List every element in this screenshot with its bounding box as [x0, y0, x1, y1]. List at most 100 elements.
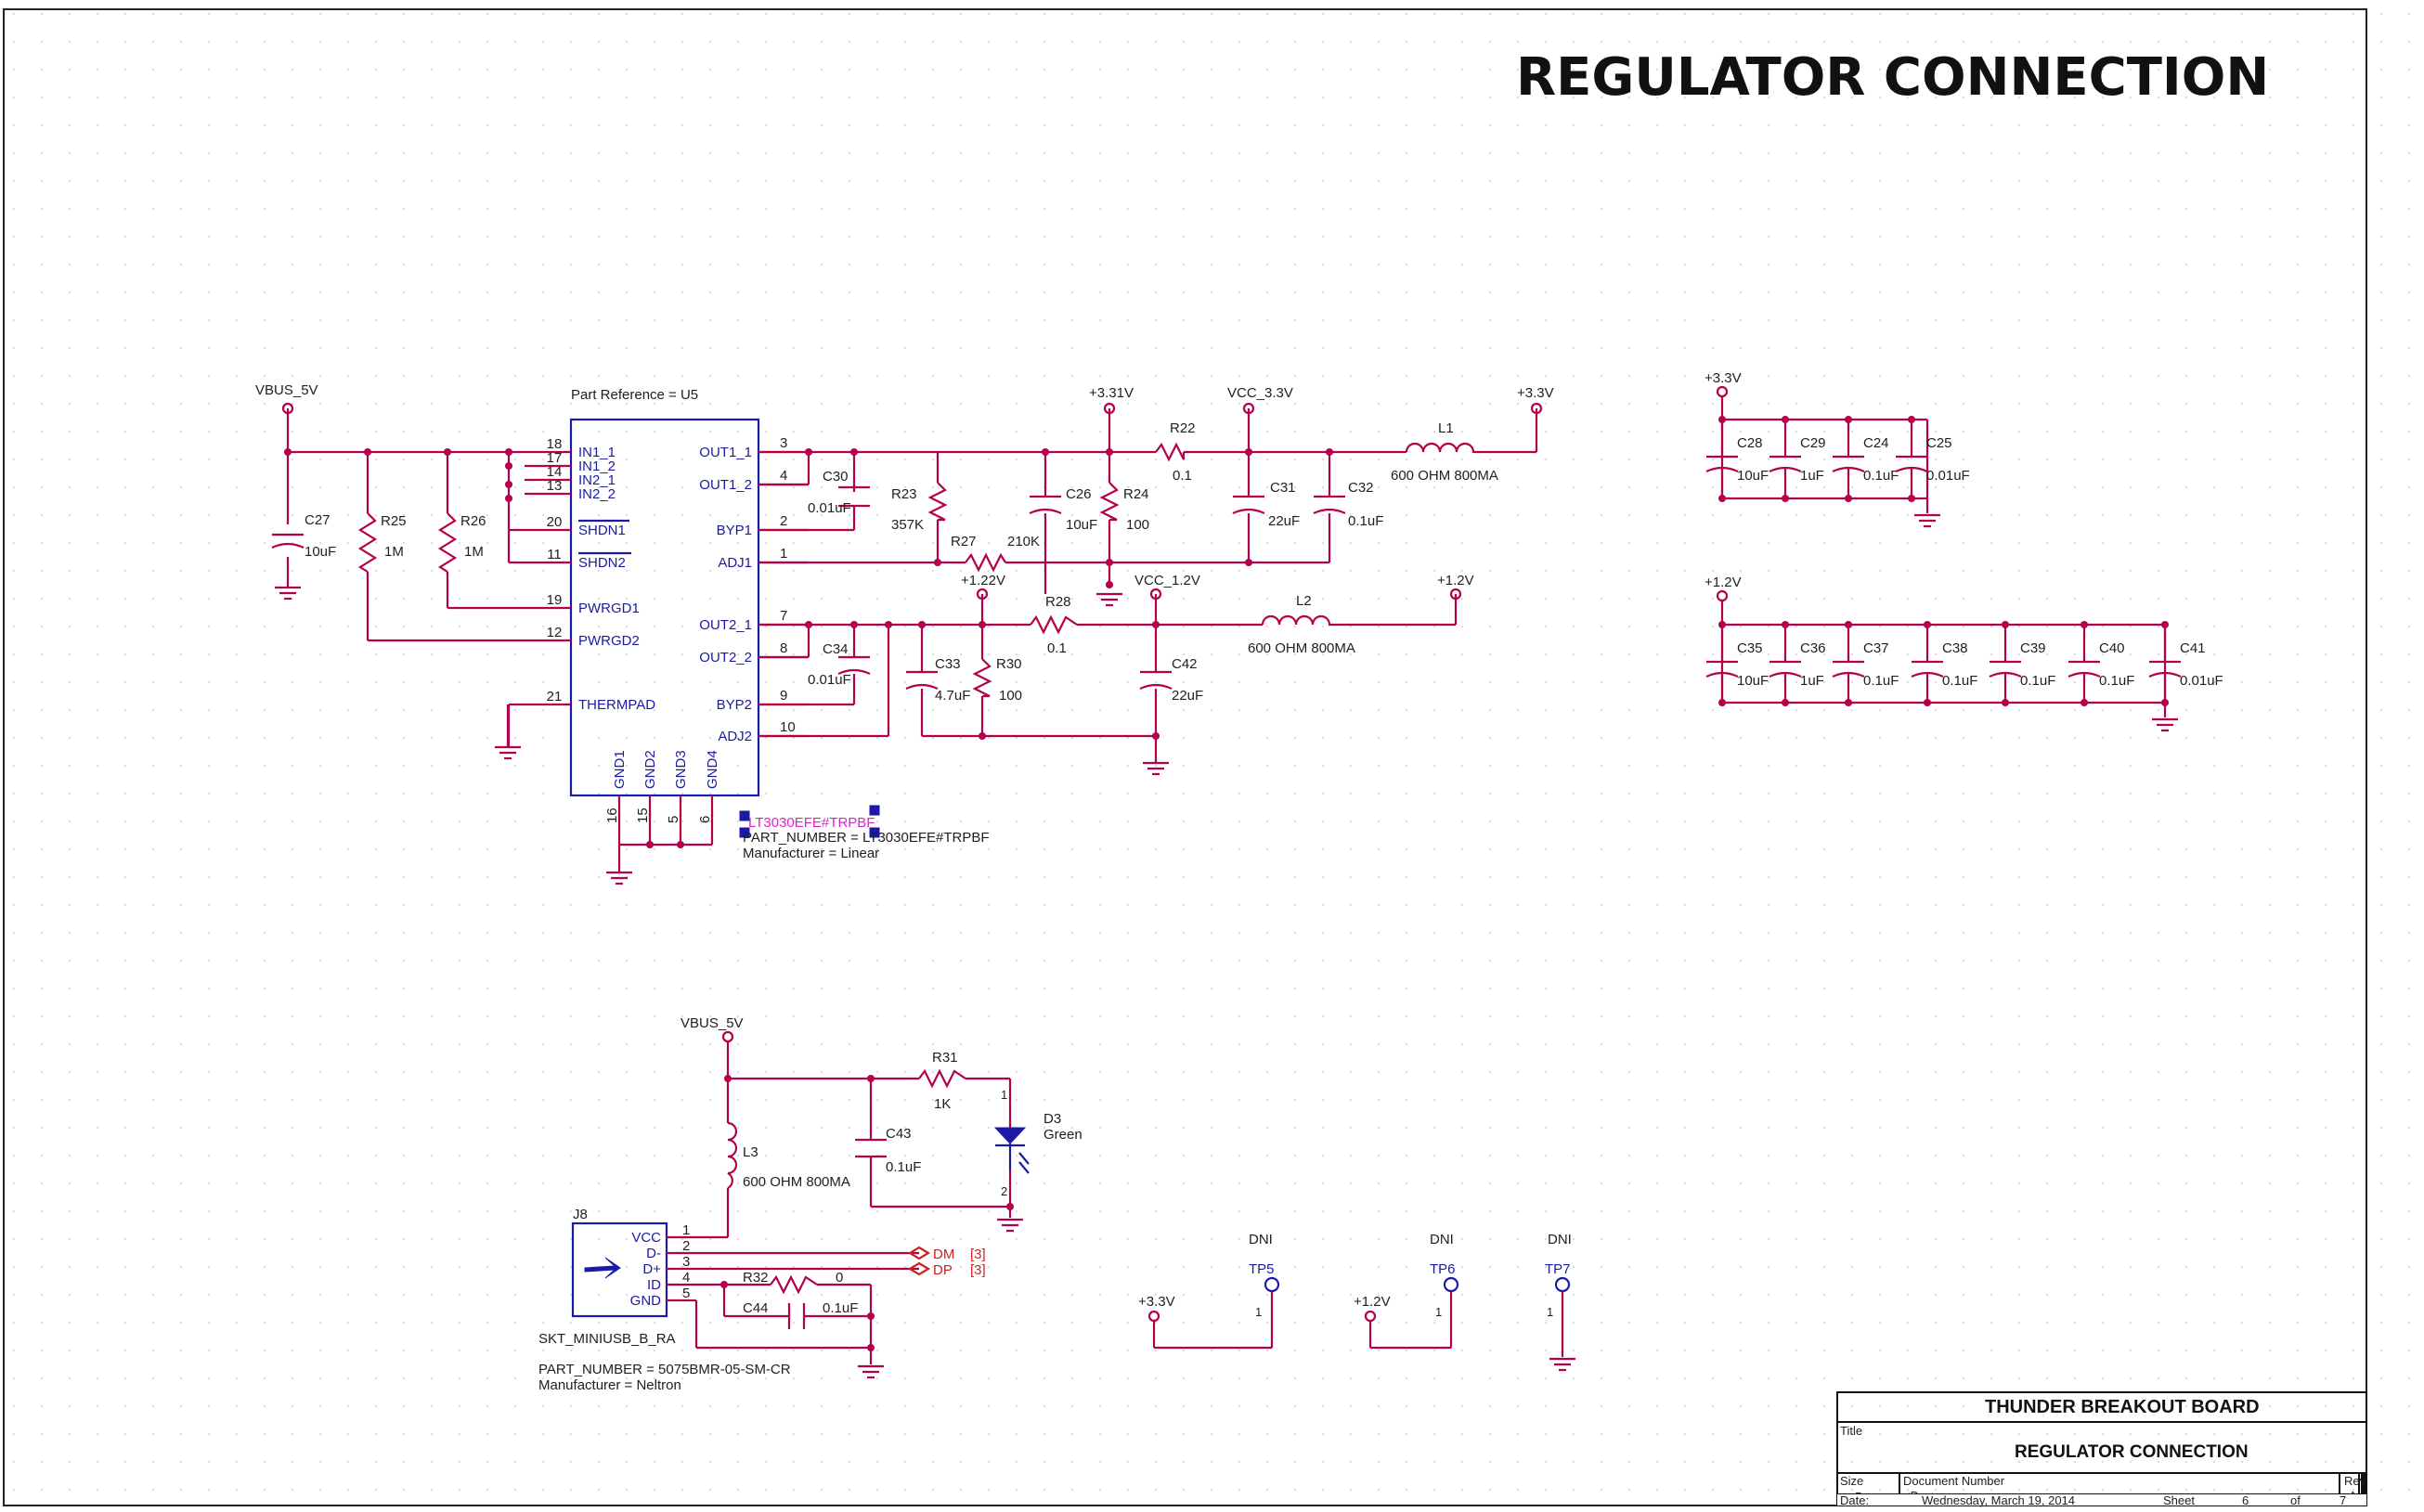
c42-capacitor[interactable]: C42 22uF: [1139, 656, 1203, 704]
u5-pin-name: PWRGD1: [578, 601, 640, 616]
net-vbus-bottom: VBUS_5V: [681, 1015, 744, 1031]
svg-text:R27: R27: [951, 534, 977, 549]
bank-cap-value: 0.1uF: [1863, 468, 1899, 484]
u5-pin-name: SHDN1: [578, 523, 626, 538]
svg-text:TP6: TP6: [1430, 1261, 1456, 1277]
u5-pin-num: 9: [780, 688, 787, 704]
offpage-connectors[interactable]: DM [3] DP [3]: [907, 1246, 986, 1278]
svg-text:10uF: 10uF: [1066, 517, 1097, 533]
svg-text:0.01uF: 0.01uF: [808, 500, 851, 516]
u5-part-value: LT3030EFE#TRPBF: [748, 815, 875, 831]
tb-title-label: Title: [1840, 1424, 1862, 1438]
u5-left-pins: 18IN1_117IN1_214IN2_113IN2_220SHDN111SHD…: [525, 436, 655, 713]
svg-text:C31: C31: [1270, 480, 1296, 496]
u5-pin-num: 7: [780, 608, 787, 624]
net-12-bank: +1.2V: [1705, 575, 1742, 590]
svg-text:C42: C42: [1172, 656, 1198, 672]
svg-text:TP7: TP7: [1545, 1261, 1571, 1277]
u5-pin-name: IN2_1: [578, 472, 616, 488]
net-33-top: +3.3V: [1517, 385, 1554, 401]
net-vcc33: VCC_3.3V: [1227, 385, 1293, 401]
offpage-dp: DP: [933, 1262, 953, 1278]
svg-text:4.7uF: 4.7uF: [935, 688, 970, 704]
u5-pin-num: 21: [547, 689, 563, 704]
c33-capacitor[interactable]: C33 4.7uF: [905, 656, 970, 704]
bank-cap-ref: C37: [1863, 640, 1889, 656]
svg-text:C27: C27: [305, 512, 331, 528]
junctions-top: [284, 448, 1333, 848]
tp7-testpoint[interactable]: DNI TP7 1: [1545, 1232, 1575, 1372]
svg-text:R25: R25: [381, 513, 407, 529]
svg-text:600 OHM 800MA: 600 OHM 800MA: [1248, 640, 1355, 656]
svg-text:J8: J8: [573, 1207, 588, 1222]
bank-cap-value: 1uF: [1800, 673, 1824, 689]
u5-regulator[interactable]: Part Reference = U5 18IN1_117IN1_214IN2_…: [525, 387, 990, 861]
tb-date: Wednesday, March 19, 2014: [1922, 1493, 2075, 1507]
bank-12[interactable]: +1.2V C3510uFC361uFC370.1uFC380.1uFC390.…: [1705, 575, 2223, 732]
offpage-dm: DM: [933, 1247, 954, 1262]
svg-text:1: 1: [1547, 1305, 1553, 1319]
tb-sheet-label: Sheet: [2163, 1493, 2195, 1507]
svg-text:100: 100: [1126, 517, 1149, 533]
svg-text:22uF: 22uF: [1172, 688, 1203, 704]
u5-pin-name: OUT1_1: [699, 445, 752, 460]
svg-text:C33: C33: [935, 656, 961, 672]
u5-pin-name: GND1: [612, 750, 628, 789]
u5-pin-num: 1: [780, 546, 787, 562]
tb-title: REGULATOR CONNECTION: [2015, 1442, 2249, 1462]
u5-pin-name: GND4: [705, 750, 720, 789]
tp5-testpoint[interactable]: +3.3V DNI TP5 1: [1138, 1232, 1280, 1350]
svg-text:Manufacturer = Neltron: Manufacturer = Neltron: [538, 1377, 681, 1393]
u5-ref-label: Part Reference = U5: [571, 387, 698, 403]
u5-pin-num: 3: [780, 435, 787, 451]
tp6-testpoint[interactable]: +1.2V DNI TP6 1: [1354, 1232, 1459, 1350]
tb-company: THUNDER BREAKOUT BOARD: [1985, 1397, 2260, 1417]
u5-pin-name: BYP2: [717, 697, 752, 713]
svg-text:0.1: 0.1: [1047, 640, 1067, 656]
tb-size-label: Size: [1840, 1474, 1863, 1488]
